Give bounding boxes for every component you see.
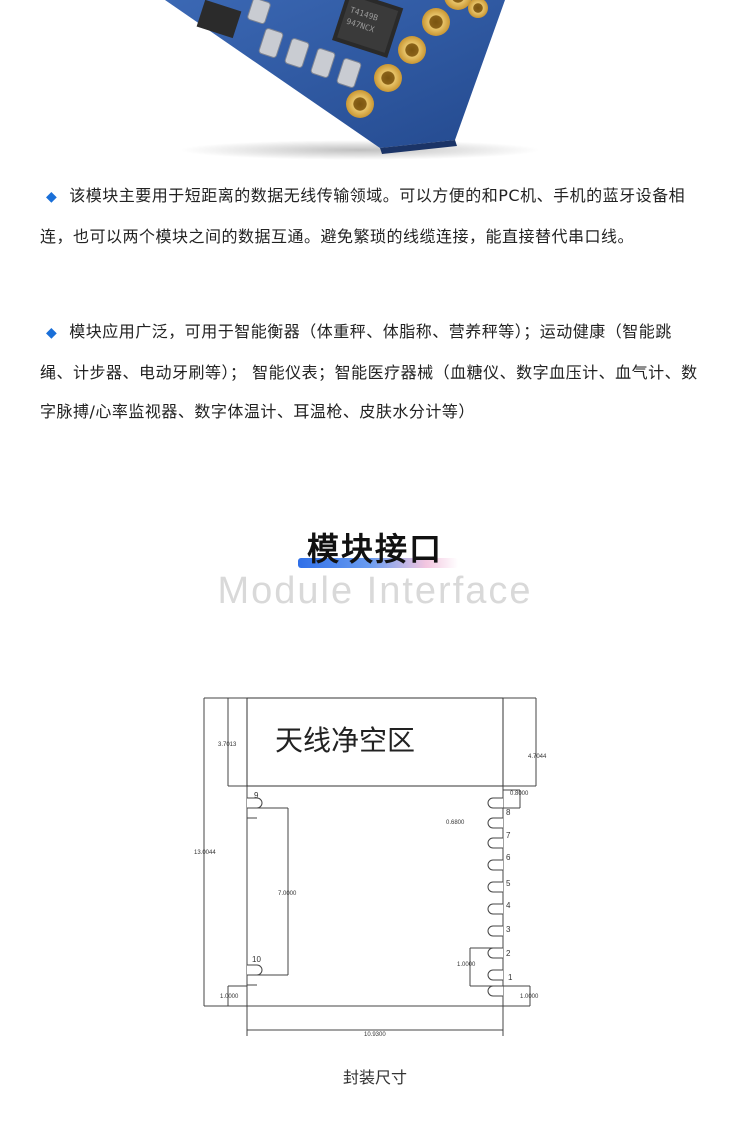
dim-total-height: 13.0044 [194, 850, 216, 856]
diamond-bullet-icon: ◆ [46, 325, 58, 341]
pin-label: 9 [254, 791, 259, 800]
dim-left-span: 7.0000 [278, 891, 297, 897]
section-title-zh: 模块接口 [306, 530, 443, 568]
dim-pin-top-gap: 0.8000 [510, 791, 529, 797]
pin-label: 10 [252, 955, 261, 964]
pin-label: 5 [506, 879, 511, 888]
intro-text-2: 模块应用广泛，可用于智能衡器（体重秤、体脂称、营养秤等）；运动健康（智能跳绳、计… [40, 322, 698, 421]
pin-label: 7 [506, 831, 511, 840]
dim-right-top: 4.7044 [528, 754, 547, 760]
dim-pad-width: 0.6800 [446, 820, 465, 826]
antenna-zone-label: 天线净空区 [275, 724, 415, 757]
pin-label: 4 [506, 901, 511, 910]
dim-pitch: 1.0000 [457, 962, 476, 968]
package-dimension-diagram: 天线净空区 3.7013 4.7044 13.0044 0.8000 0.680… [190, 690, 550, 1050]
intro-paragraph-2: ◆模块应用广泛，可用于智能衡器（体重秤、体脂称、营养秤等）；运动健康（智能跳绳、… [40, 312, 700, 431]
pin-label: 1 [508, 973, 513, 982]
dim-bottom-left: 1.0000 [220, 994, 239, 1000]
intro-paragraph-1: ◆该模块主要用于短距离的数据无线传输领域。可以方便的和PC机、手机的蓝牙设备相连… [40, 176, 700, 256]
title-underline [298, 558, 458, 568]
module-photo: T4149B 947NCX [0, 0, 750, 160]
dim-width: 10.9300 [364, 1032, 386, 1038]
intro-text-1: 该模块主要用于短距离的数据无线传输领域。可以方便的和PC机、手机的蓝牙设备相连，… [40, 186, 686, 246]
section-subtitle: Module Interface [217, 570, 533, 612]
pin-label: 2 [506, 949, 511, 958]
pin-label: 3 [506, 925, 511, 934]
dim-top-left: 3.7013 [218, 742, 237, 748]
diamond-bullet-icon: ◆ [46, 189, 58, 205]
dim-bottom-right: 1.0000 [520, 994, 539, 1000]
pin-label: 8 [506, 808, 511, 817]
pin-label: 6 [506, 853, 511, 862]
diagram-caption: 封装尺寸 [342, 1068, 407, 1087]
section-title: 模块接口 [0, 524, 750, 570]
